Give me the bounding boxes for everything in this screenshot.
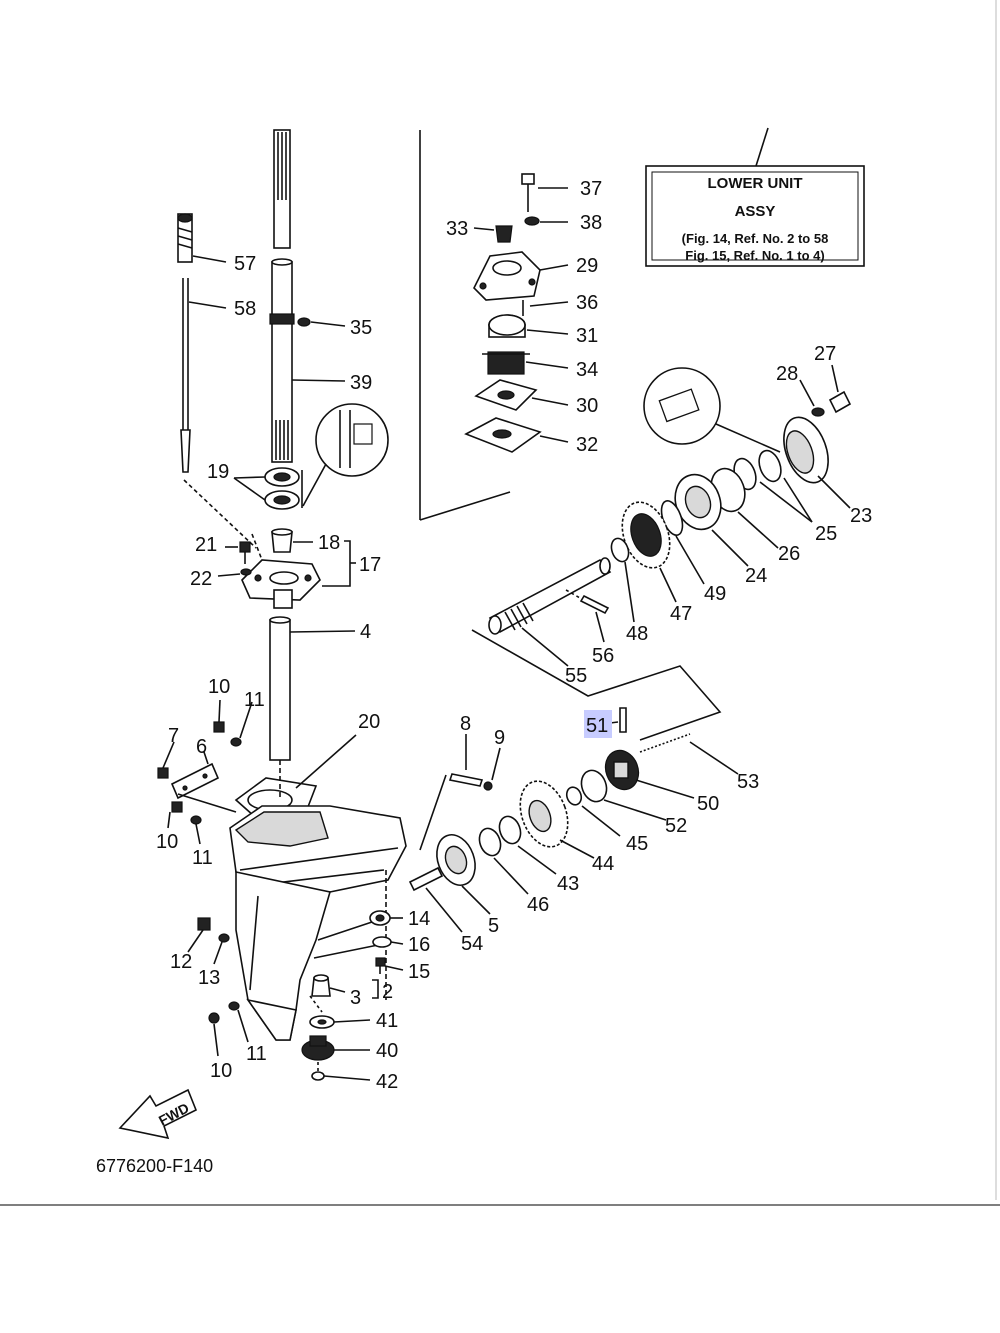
- callout-15: 15: [408, 961, 430, 983]
- callout-8: 8: [460, 713, 471, 735]
- callout-17: 17: [359, 554, 381, 576]
- callout-labels: 37 38 33 29 36 31 34 30 32 57 58 35 39 1…: [156, 178, 872, 1093]
- callout-22: 22: [190, 568, 212, 590]
- callout-39: 39: [350, 372, 372, 394]
- figure-code: 6776200-F140: [96, 1156, 213, 1176]
- callout-2: 2: [382, 981, 393, 1003]
- callout-10-low: 10: [210, 1060, 232, 1082]
- title-line-3: (Fig. 14, Ref. No. 2 to 58: [682, 231, 829, 246]
- callout-55: 55: [565, 665, 587, 687]
- callout-9: 9: [494, 727, 505, 749]
- callout-33: 33: [446, 218, 468, 240]
- callout-10-top: 10: [208, 676, 230, 698]
- gear-case-group: [229, 734, 447, 1041]
- callout-41: 41: [376, 1010, 398, 1032]
- callout-11-top: 11: [244, 689, 265, 711]
- drive-shaft-group: [183, 129, 389, 761]
- callout-43: 43: [557, 873, 579, 895]
- highlight-51: [584, 710, 612, 738]
- water-pump-group: [419, 130, 569, 521]
- title-line-2: ASSY: [735, 203, 776, 220]
- callout-36: 36: [576, 292, 598, 314]
- callout-53: 53: [737, 771, 759, 793]
- callout-11-mid: 11: [192, 847, 213, 869]
- callout-6: 6: [196, 736, 207, 758]
- callout-5: 5: [488, 915, 499, 937]
- callout-57: 57: [234, 253, 256, 275]
- callout-26: 26: [778, 543, 800, 565]
- callout-27: 27: [814, 343, 836, 365]
- callout-58: 58: [234, 298, 256, 320]
- callout-3: 3: [350, 987, 361, 1009]
- callout-50: 50: [697, 793, 719, 815]
- callout-51: 51: [586, 715, 608, 737]
- callout-21: 21: [195, 534, 217, 556]
- callout-12: 12: [170, 951, 192, 973]
- left-small-parts: [157, 699, 253, 1057]
- callout-19: 19: [207, 461, 229, 483]
- callout-10-mid: 10: [156, 831, 178, 853]
- pinion-group: [301, 910, 404, 1081]
- callout-23: 23: [850, 505, 872, 527]
- callout-31: 31: [576, 325, 598, 347]
- callout-20: 20: [358, 711, 380, 733]
- shift-rod-group: [177, 213, 227, 473]
- callout-42: 42: [376, 1071, 398, 1093]
- callout-32: 32: [576, 434, 598, 456]
- callout-54: 54: [461, 933, 483, 955]
- callout-44: 44: [592, 853, 614, 875]
- callout-16: 16: [408, 934, 430, 956]
- callout-56: 56: [592, 645, 614, 667]
- callout-11-low: 11: [246, 1043, 267, 1065]
- callout-13: 13: [198, 967, 220, 989]
- callout-47: 47: [670, 603, 692, 625]
- callout-48: 48: [626, 623, 648, 645]
- callout-46: 46: [527, 894, 549, 916]
- callout-30: 30: [576, 395, 598, 417]
- callout-14: 14: [408, 908, 430, 930]
- title-line-4: Fig. 15, Ref. No. 1 to 4): [685, 248, 824, 263]
- callout-18: 18: [318, 532, 340, 554]
- callout-7: 7: [168, 725, 179, 747]
- title-line-1: LOWER UNIT: [708, 175, 803, 192]
- callout-38: 38: [580, 212, 602, 234]
- callout-28: 28: [776, 363, 798, 385]
- callout-45: 45: [626, 833, 648, 855]
- callout-24: 24: [745, 565, 767, 587]
- callout-29: 29: [576, 255, 598, 277]
- propeller-shaft-group: [471, 364, 852, 741]
- fwd-arrow-icon: FWD: [118, 1088, 198, 1140]
- title-box: LOWER UNIT ASSY (Fig. 14, Ref. No. 2 to …: [645, 127, 865, 267]
- callout-35: 35: [350, 317, 372, 339]
- callout-34: 34: [576, 359, 598, 381]
- callout-52: 52: [665, 815, 687, 837]
- callout-40: 40: [376, 1040, 398, 1062]
- callout-37: 37: [580, 178, 602, 200]
- rear-shaft-parts: [408, 707, 739, 933]
- callout-4: 4: [360, 621, 371, 643]
- callout-25: 25: [815, 523, 837, 545]
- callout-49: 49: [704, 583, 726, 605]
